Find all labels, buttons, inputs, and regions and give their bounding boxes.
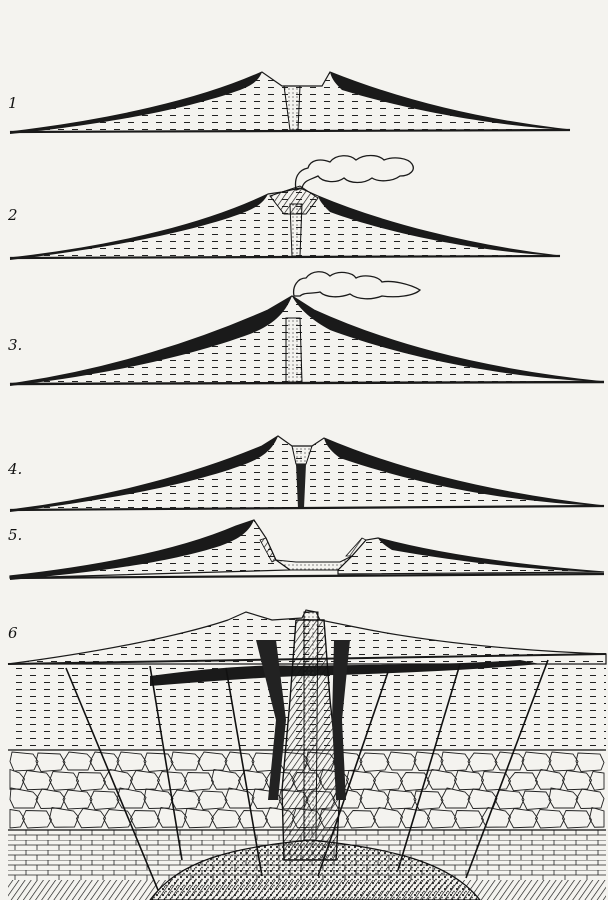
stage-5-caldera-floor [276,556,352,570]
stage-1: 1 [8,72,570,134]
stage-4: 4. [7,436,604,512]
stage-6-central-vent [304,612,318,840]
stage-3-smoke-plume [294,272,420,299]
stage-6: 6 [8,610,606,900]
stage-1-label: 1 [8,94,18,112]
stage-3-conduit [286,318,302,382]
stage-2-smoke-plume [296,156,414,191]
stage-5-label: 5. [8,526,22,544]
stage-4-label: 4. [7,460,22,478]
stage-2: 2 [7,156,560,261]
stage-2-label: 2 [7,206,18,224]
stage-2-conduit [290,204,302,256]
stage-6-label: 6 [8,624,18,642]
stage-3: 3. [8,272,604,386]
stage-3-label: 3. [8,336,22,354]
stage-5: 5. [8,520,604,580]
